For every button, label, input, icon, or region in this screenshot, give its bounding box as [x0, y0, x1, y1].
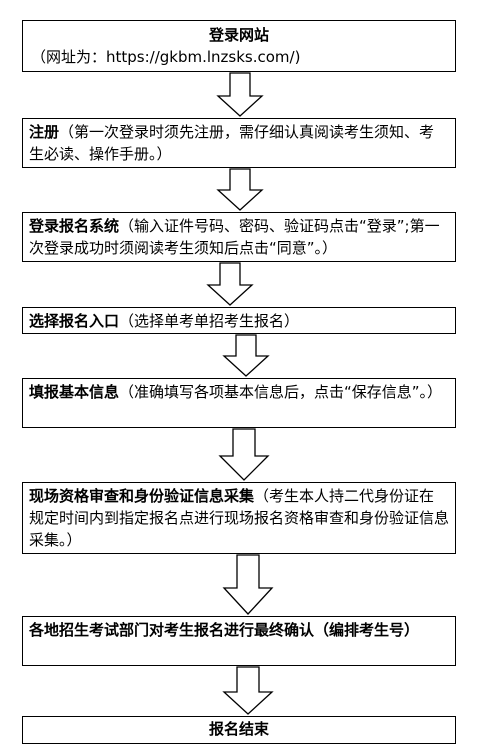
step-box-onsite-review: 现场资格审查和身份验证信息采集（考生本人持二代身份证在规定时间内到指定报名点进行…	[22, 482, 456, 554]
flow-arrow	[218, 428, 270, 481]
step-box-select-entry: 选择报名入口（选择单考单招考生报名）	[22, 307, 456, 334]
step-box-fill-info: 填报基本信息（准确填写各项基本信息后，点击“保存信息”。）	[22, 378, 456, 428]
step-detail: （第一次登录时须先注册，需仔细认真阅读考生须知、考生必读、操作手册。）	[29, 123, 435, 163]
step-box-register: 注册（第一次登录时须先注册，需仔细认真阅读考生须知、考生必读、操作手册。）	[22, 118, 456, 168]
step-detail: （网址为：https://gkbm.lnzsks.com/)	[31, 48, 301, 66]
step-detail: （准确填写各项基本信息后，点击“保存信息”。）	[119, 383, 443, 401]
step-box-final-confirm: 各地招生考试部门对考生报名进行最终确认（编排考生号）	[22, 616, 456, 666]
step-detail: （选择单考单招考生报名）	[119, 312, 300, 330]
step-box-login-system: 登录报名系统（输入证件号码、密码、验证码点击“登录”;第一次登录成功时须阅读考生…	[22, 212, 456, 262]
step-title: 选择报名入口	[29, 312, 120, 330]
flow-arrow	[222, 334, 270, 377]
step-title: 登录网站	[208, 26, 269, 44]
flow-arrow	[222, 666, 274, 715]
flow-arrow	[216, 72, 264, 117]
flow-arrow	[216, 168, 264, 211]
step-detail: （输入证件号码、密码、验证码点击“登录”;第一次登录成功时须阅读考生须知后点击“…	[29, 217, 440, 257]
step-title: 填报基本信息	[29, 383, 120, 401]
step-title: 登录报名系统	[29, 217, 120, 235]
step-title: 注册	[29, 123, 60, 141]
step-box-login-website: 登录网站 （网址为：https://gkbm.lnzsks.com/)	[22, 20, 456, 72]
flow-arrow	[206, 262, 254, 306]
step-title: 现场资格审查和身份验证信息采集	[29, 487, 255, 505]
flow-arrow	[222, 554, 274, 615]
step-title: 报名结束	[208, 720, 269, 738]
step-box-end: 报名结束	[22, 716, 456, 744]
step-title: 各地招生考试部门对考生报名进行最终确认（编排考生号）	[29, 621, 420, 639]
step-detail: （考生本人持二代身份证在规定时间内到指定报名点进行现场报名资格审查和身份验证信息…	[29, 487, 450, 549]
